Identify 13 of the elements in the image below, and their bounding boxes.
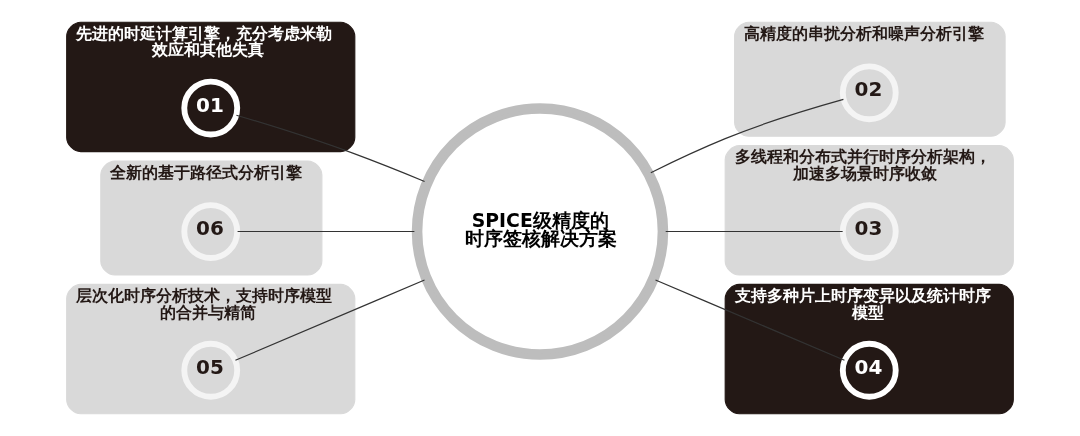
node-circle: 03 [839, 202, 899, 261]
node-circle: 04 [839, 340, 899, 400]
connector [235, 114, 426, 183]
node-circle: 02 [839, 63, 899, 123]
node-circle: 05 [181, 340, 241, 400]
connector [650, 98, 844, 174]
node-circle: 06 [181, 202, 241, 261]
node-circle: 01 [181, 78, 241, 138]
connector [654, 279, 846, 361]
connector [237, 230, 415, 233]
node-circle: SPICE级精度的时序签核解决方案 [411, 103, 669, 360]
connector [234, 279, 426, 361]
connector [665, 230, 844, 233]
